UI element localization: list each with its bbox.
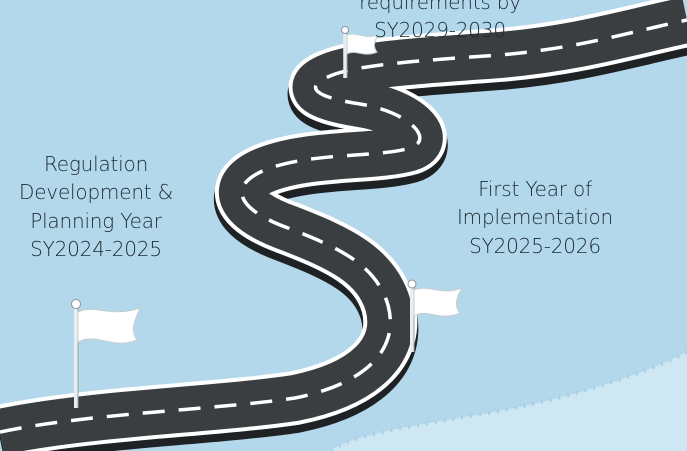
milestone-line: Implementation xyxy=(456,205,613,230)
milestone-label-planning: Regulation Development & Planning Year S… xyxy=(8,150,184,264)
flag-first-year xyxy=(407,279,464,352)
flag-pole-cap xyxy=(71,299,81,309)
milestone-line: Development & xyxy=(19,180,173,205)
milestone-line: SY2025-2026 xyxy=(469,233,601,258)
flag-pole-cap xyxy=(341,26,349,34)
flag-cloth xyxy=(77,307,141,344)
flag-pole-cap xyxy=(407,279,417,289)
milestone-line: Regulation xyxy=(43,152,149,176)
ground-patch xyxy=(330,352,687,451)
milestone-line: SY2029-2030 xyxy=(374,18,506,43)
milestone-label-first-year: First Year of Implementation SY2025-2026 xyxy=(440,175,630,260)
milestone-label-requirements: requirements by SY2029-2030 xyxy=(320,0,560,45)
milestone-line: Planning Year xyxy=(30,208,162,233)
milestone-line: SY2024-2025 xyxy=(30,237,162,262)
flag-planning xyxy=(71,299,141,408)
flag-cloth xyxy=(413,286,464,317)
flag-cloth xyxy=(346,33,380,55)
flag-requirements xyxy=(341,26,380,78)
milestone-line: requirements by xyxy=(359,0,521,14)
milestone-line: First Year of xyxy=(478,177,592,201)
